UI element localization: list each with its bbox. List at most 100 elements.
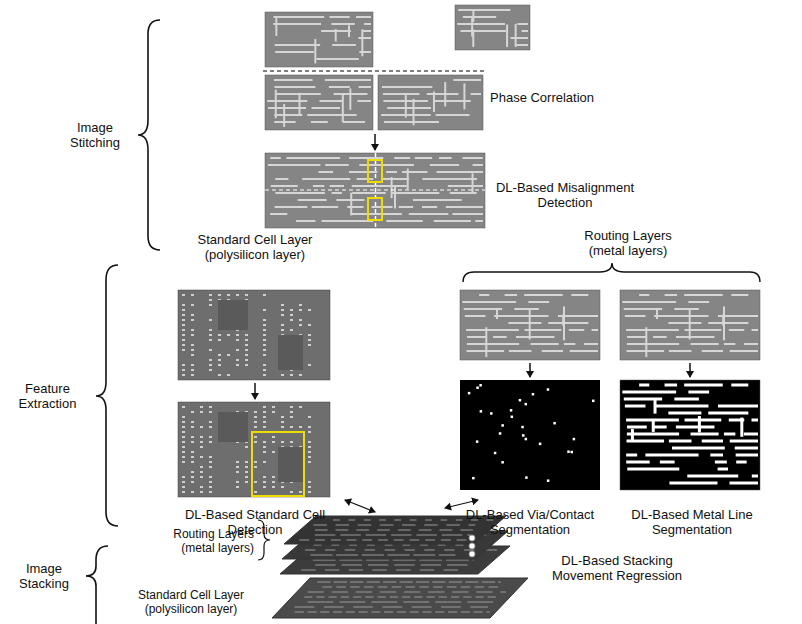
metal-line bbox=[751, 419, 758, 422]
cell-feature bbox=[299, 406, 302, 408]
tile-ground bbox=[265, 153, 485, 228]
cell-feature bbox=[209, 491, 212, 493]
metal-line bbox=[270, 157, 281, 159]
cell-feature bbox=[254, 441, 257, 443]
cell-feature bbox=[218, 334, 221, 336]
cell-feature bbox=[299, 426, 302, 428]
metal-line bbox=[465, 315, 486, 317]
cell-feature bbox=[254, 421, 257, 423]
metal-line bbox=[349, 157, 383, 159]
metal-line bbox=[329, 86, 350, 88]
cell-feature bbox=[218, 359, 221, 361]
text-label: DL-Based Metal Line Segmentation bbox=[617, 507, 767, 537]
cell-feature bbox=[182, 476, 185, 478]
metal-line bbox=[362, 30, 371, 32]
metal-line bbox=[446, 206, 483, 208]
cell-feature bbox=[308, 324, 311, 326]
metal-line bbox=[626, 454, 637, 457]
metal-line bbox=[273, 16, 324, 18]
cell-feature bbox=[272, 406, 275, 408]
metal-line bbox=[505, 294, 518, 296]
via-dot bbox=[490, 412, 493, 415]
cell-feature bbox=[191, 374, 194, 376]
tile-ground bbox=[460, 380, 600, 490]
cell-feature bbox=[263, 421, 266, 423]
cell-block bbox=[278, 335, 303, 370]
via-dot bbox=[494, 452, 497, 455]
metal-line bbox=[433, 92, 435, 112]
cell-feature bbox=[209, 359, 212, 361]
cell-feature bbox=[281, 374, 284, 376]
metal-line bbox=[702, 350, 723, 352]
cell-feature bbox=[182, 294, 185, 296]
metal-line bbox=[631, 429, 634, 441]
cell-feature bbox=[245, 359, 248, 361]
cell-feature bbox=[182, 431, 185, 433]
cell-feature bbox=[182, 486, 185, 488]
via-dot bbox=[476, 386, 479, 389]
layer-pattern bbox=[310, 555, 455, 556]
metal-line bbox=[708, 412, 748, 415]
metal-line bbox=[275, 90, 277, 119]
metal-line bbox=[718, 468, 728, 471]
text-label: Standard Cell Layer (polysilicon layer) bbox=[180, 232, 330, 262]
metal-line bbox=[571, 294, 588, 296]
metal-line bbox=[349, 171, 377, 173]
cell-feature bbox=[200, 476, 203, 478]
cell-feature bbox=[281, 421, 284, 423]
metal-line bbox=[352, 185, 407, 187]
cell-feature bbox=[263, 406, 266, 408]
layer-pattern bbox=[322, 587, 500, 588]
cell-feature bbox=[308, 461, 311, 463]
metal-line bbox=[430, 164, 459, 166]
cell-feature bbox=[281, 416, 284, 418]
cell-block bbox=[278, 447, 303, 482]
via-dot bbox=[499, 432, 502, 435]
cell-feature bbox=[236, 359, 239, 361]
cell-feature bbox=[209, 304, 212, 306]
metal-line bbox=[668, 412, 701, 415]
cell-feature bbox=[191, 329, 194, 331]
cell-feature bbox=[182, 426, 185, 428]
metal-line bbox=[627, 433, 679, 436]
metal-line bbox=[698, 416, 701, 432]
tile-ground bbox=[460, 290, 600, 360]
cell-block bbox=[218, 412, 248, 442]
text-label: Feature Extraction bbox=[5, 381, 90, 411]
tile-ground bbox=[178, 290, 330, 380]
metal-line bbox=[645, 454, 698, 457]
metal-line bbox=[684, 384, 723, 387]
metal-line bbox=[349, 88, 351, 109]
cell-feature bbox=[182, 334, 185, 336]
via-dot bbox=[469, 551, 475, 557]
cell-feature bbox=[236, 364, 239, 366]
cell-feature bbox=[263, 294, 266, 296]
cell-feature bbox=[182, 369, 185, 371]
via-dot bbox=[510, 409, 513, 412]
cell-feature bbox=[254, 416, 257, 418]
metal-line bbox=[384, 121, 439, 123]
layer-pattern bbox=[313, 560, 474, 561]
cell-feature bbox=[200, 471, 203, 473]
metal-line bbox=[688, 391, 709, 394]
metal-line bbox=[493, 336, 507, 338]
metal-line bbox=[669, 482, 717, 485]
metal-line bbox=[627, 336, 647, 338]
via-dot bbox=[547, 388, 550, 391]
cell-feature bbox=[290, 319, 293, 321]
cell-feature bbox=[272, 486, 275, 488]
via-dot bbox=[539, 443, 542, 446]
metal-line bbox=[669, 350, 692, 352]
metal-line bbox=[665, 294, 678, 296]
cell-feature bbox=[200, 491, 203, 493]
metal-line bbox=[402, 171, 428, 173]
cell-feature bbox=[182, 364, 185, 366]
metal-line bbox=[268, 164, 321, 166]
metal-line bbox=[351, 213, 402, 215]
cell-feature bbox=[209, 339, 212, 341]
metal-line bbox=[330, 185, 344, 187]
metal-line bbox=[415, 157, 432, 159]
metal-line bbox=[331, 23, 354, 25]
cell-feature bbox=[182, 406, 185, 408]
metal-line bbox=[531, 343, 559, 345]
